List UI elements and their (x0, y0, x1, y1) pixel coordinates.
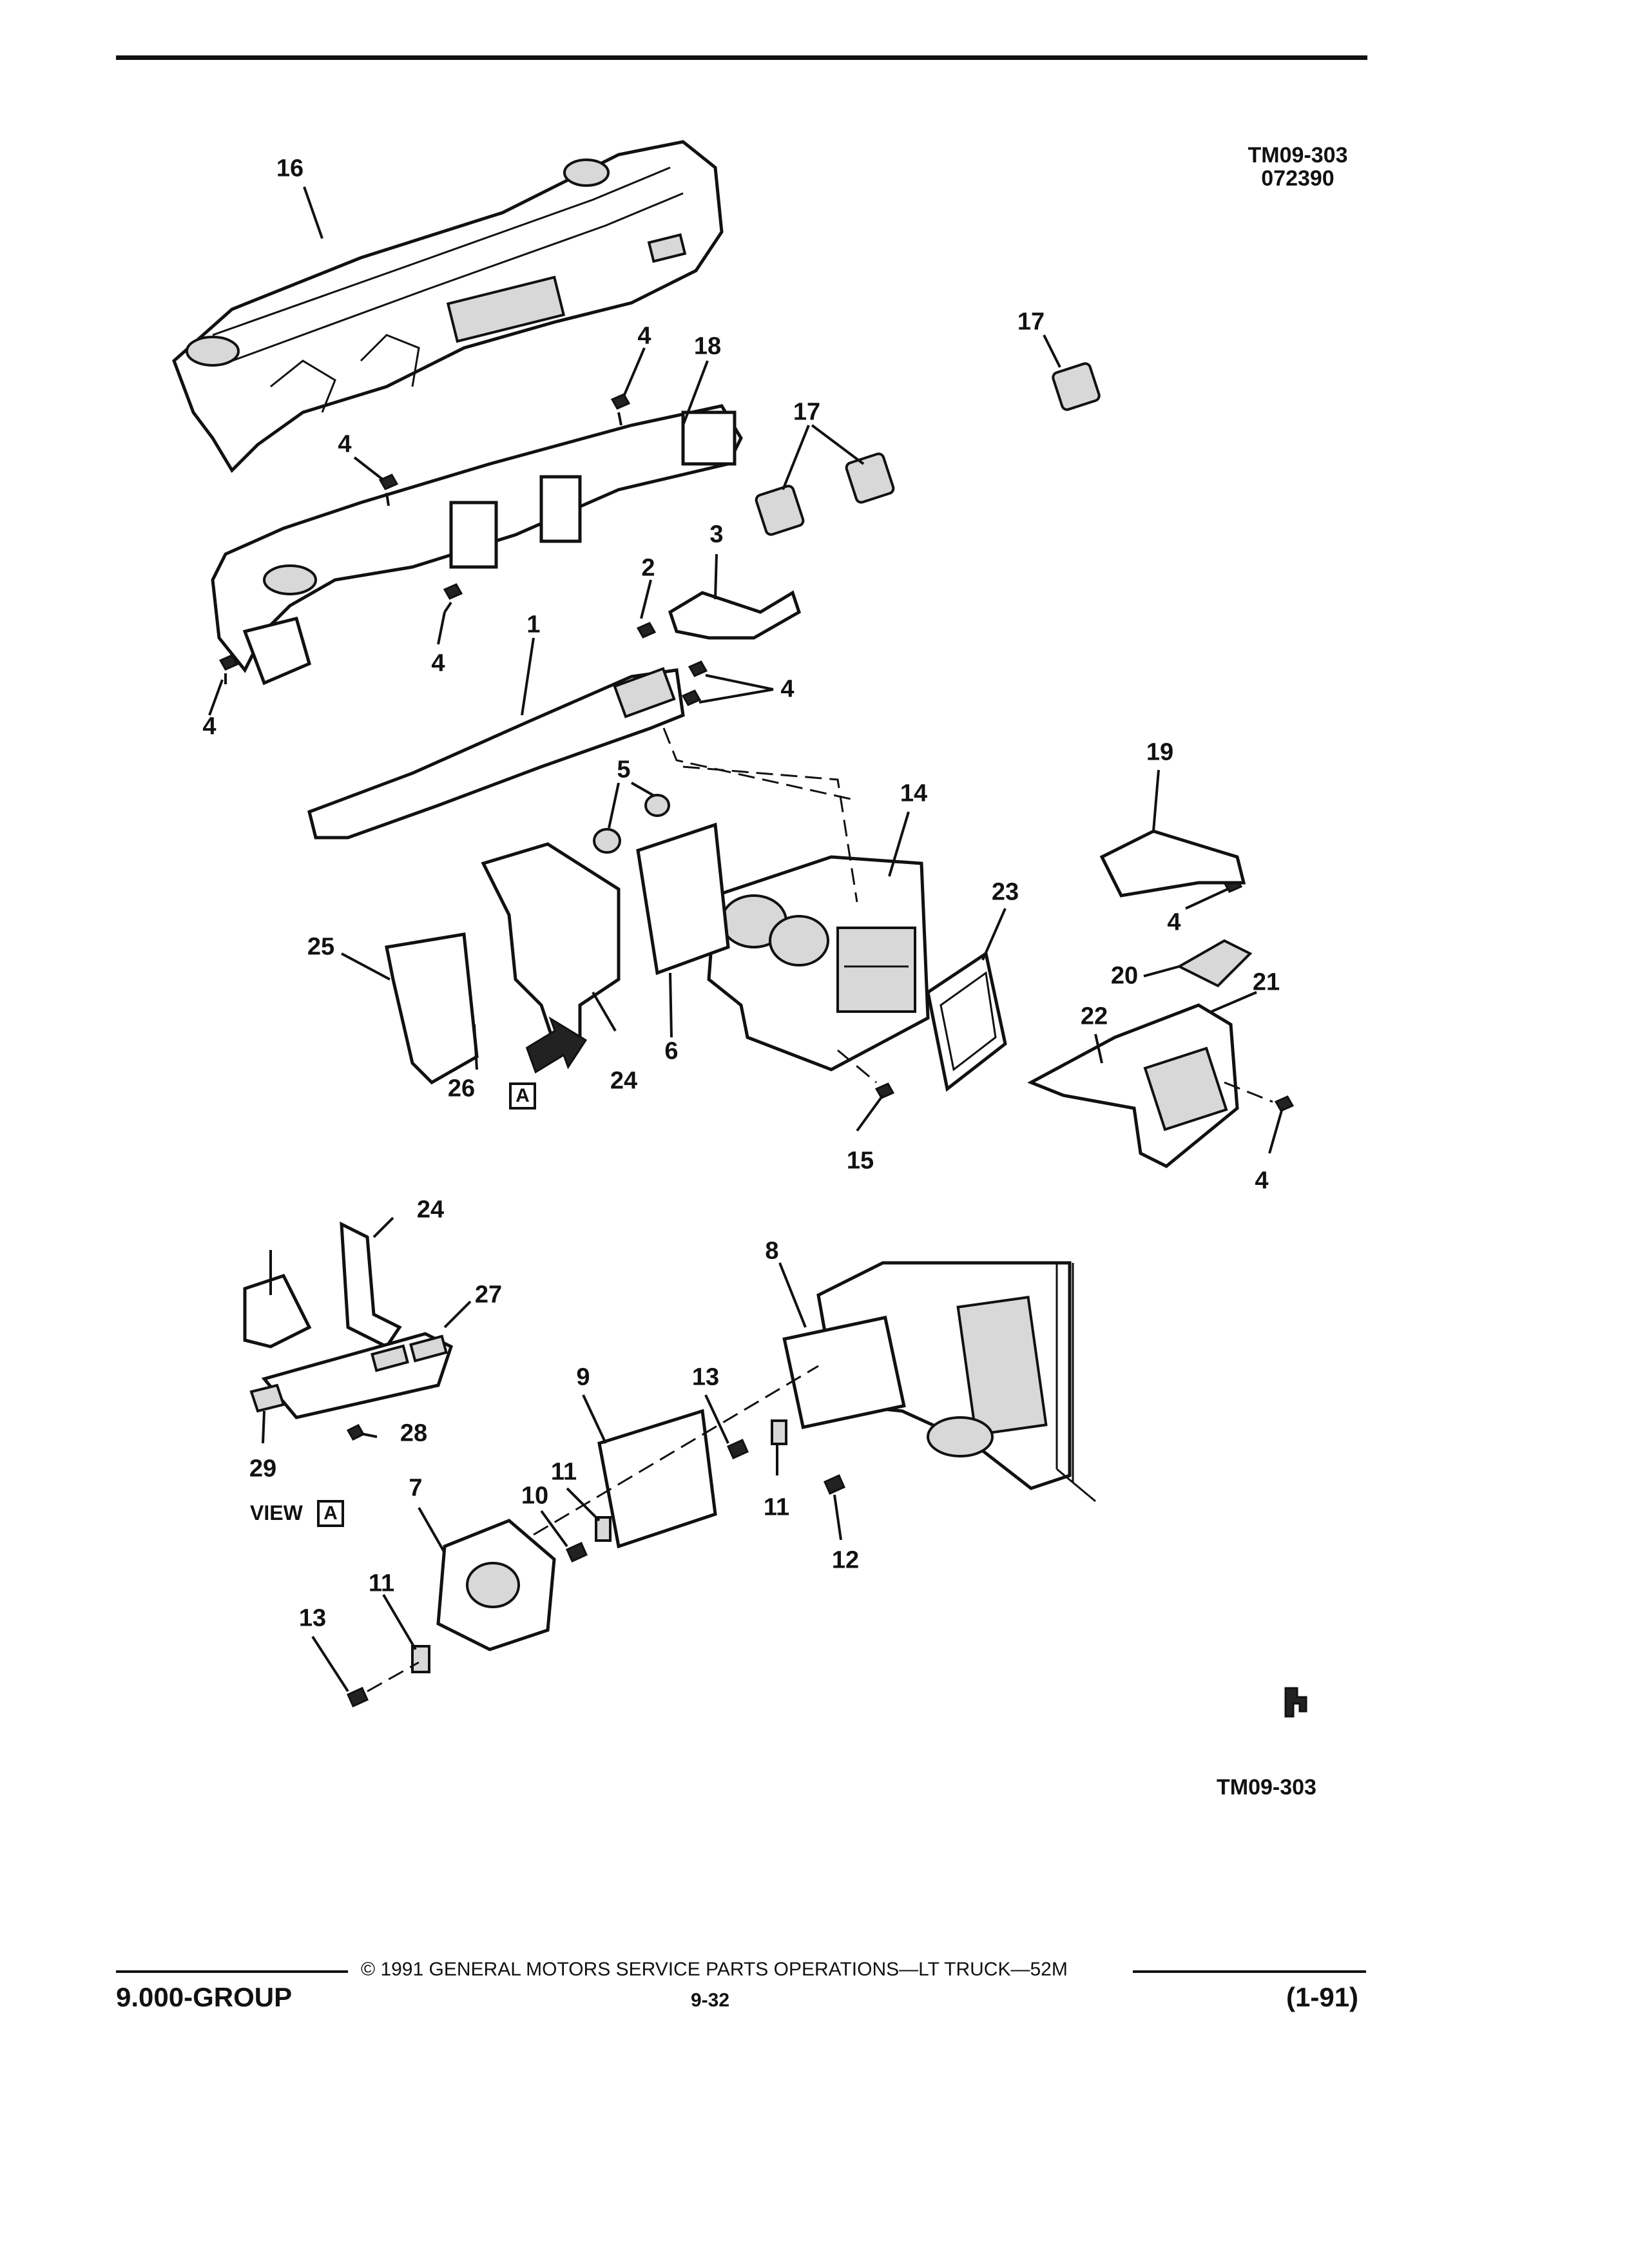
callout-2: 2 (641, 554, 655, 582)
callout-28: 28 (400, 1419, 428, 1447)
callout-16: 16 (276, 155, 304, 182)
defroster-duct-part (307, 667, 685, 840)
filter-part (926, 950, 1007, 1092)
callout-10: 10 (521, 1482, 549, 1510)
gasket-part (636, 822, 730, 975)
callout-3: 3 (709, 521, 724, 548)
callout-11: 11 (550, 1458, 577, 1486)
header-ref-code: TM09-303 (1248, 143, 1348, 168)
blower-motor-housing-part (436, 1519, 556, 1651)
upper-air-duct-part (211, 404, 743, 686)
footer-rule-left (116, 1970, 348, 1973)
callout-18: 18 (693, 332, 722, 360)
callout-19: 19 (1146, 738, 1174, 766)
callout-29: 29 (249, 1455, 277, 1483)
bottom-ref-code: TM09-303 (1217, 1775, 1316, 1800)
seal-part (1176, 939, 1253, 988)
view-a-label: VIEW (250, 1501, 303, 1524)
vent-outlet-part-group (755, 362, 1101, 536)
callout-14: 14 (900, 780, 928, 807)
footer-rule-right (1133, 1970, 1366, 1973)
callout-15: 15 (846, 1147, 874, 1175)
header-date-code: 072390 (1261, 166, 1335, 191)
callout-5: 5 (617, 756, 631, 783)
side-duct-part (1099, 829, 1246, 898)
view-a-arrow (525, 1016, 588, 1074)
callout-17: 17 (1017, 308, 1045, 336)
callout-11: 11 (763, 1494, 790, 1521)
callout-13: 13 (298, 1604, 327, 1632)
screw-part-group (218, 393, 1295, 1112)
view-a-label-box: A (317, 1500, 344, 1527)
callout-24: 24 (610, 1067, 638, 1095)
callout-26: 26 (447, 1075, 476, 1102)
top-rule (116, 55, 1367, 60)
callout-4: 4 (637, 322, 651, 350)
front-duct-part (385, 932, 479, 1085)
callout-24: 24 (416, 1196, 445, 1224)
firewall-blower-assembly (782, 1261, 1096, 1503)
footer-page-number: 9-32 (691, 1990, 730, 2011)
bracket-part (668, 590, 802, 640)
callout-22: 22 (1080, 1003, 1108, 1030)
lower-duct-part (1027, 1003, 1239, 1168)
support-bracket-part (481, 842, 621, 1046)
grommet-part-group (593, 794, 670, 854)
callout-4: 4 (1255, 1167, 1269, 1195)
gm-logo-mark (1284, 1687, 1307, 1718)
footer-revision: (1-91) (1286, 1982, 1359, 2012)
callout-4: 4 (338, 430, 352, 458)
callout-6: 6 (664, 1037, 679, 1065)
view-a-marker-box: A (509, 1082, 536, 1110)
heater-core-case-part (707, 855, 930, 1072)
callout-1: 1 (526, 611, 541, 639)
instrument-panel-part (172, 140, 724, 474)
footer-group: 9.000-GROUP (116, 1982, 293, 2012)
callout-4: 4 (202, 713, 217, 740)
callout-13: 13 (691, 1363, 720, 1391)
callout-9: 9 (576, 1363, 590, 1391)
callout-20: 20 (1110, 962, 1139, 990)
callout-4: 4 (780, 675, 795, 703)
callout-27: 27 (474, 1281, 503, 1309)
callout-4: 4 (431, 649, 445, 677)
callout-8: 8 (765, 1237, 779, 1265)
blower-gasket-part (597, 1408, 717, 1549)
callout-23: 23 (991, 878, 1019, 906)
blower-fastener-group (347, 1419, 845, 1707)
callout-7: 7 (409, 1474, 423, 1502)
callout-4: 4 (1167, 908, 1181, 936)
callout-21: 21 (1252, 968, 1280, 996)
callout-17: 17 (793, 398, 821, 426)
view-a-bracket-assembly (243, 1221, 454, 1441)
callout-11: 11 (368, 1570, 395, 1597)
footer-copyright: © 1991 GENERAL MOTORS SERVICE PARTS OPER… (361, 1959, 1068, 1980)
callout-12: 12 (831, 1546, 860, 1574)
callout-25: 25 (307, 933, 335, 961)
